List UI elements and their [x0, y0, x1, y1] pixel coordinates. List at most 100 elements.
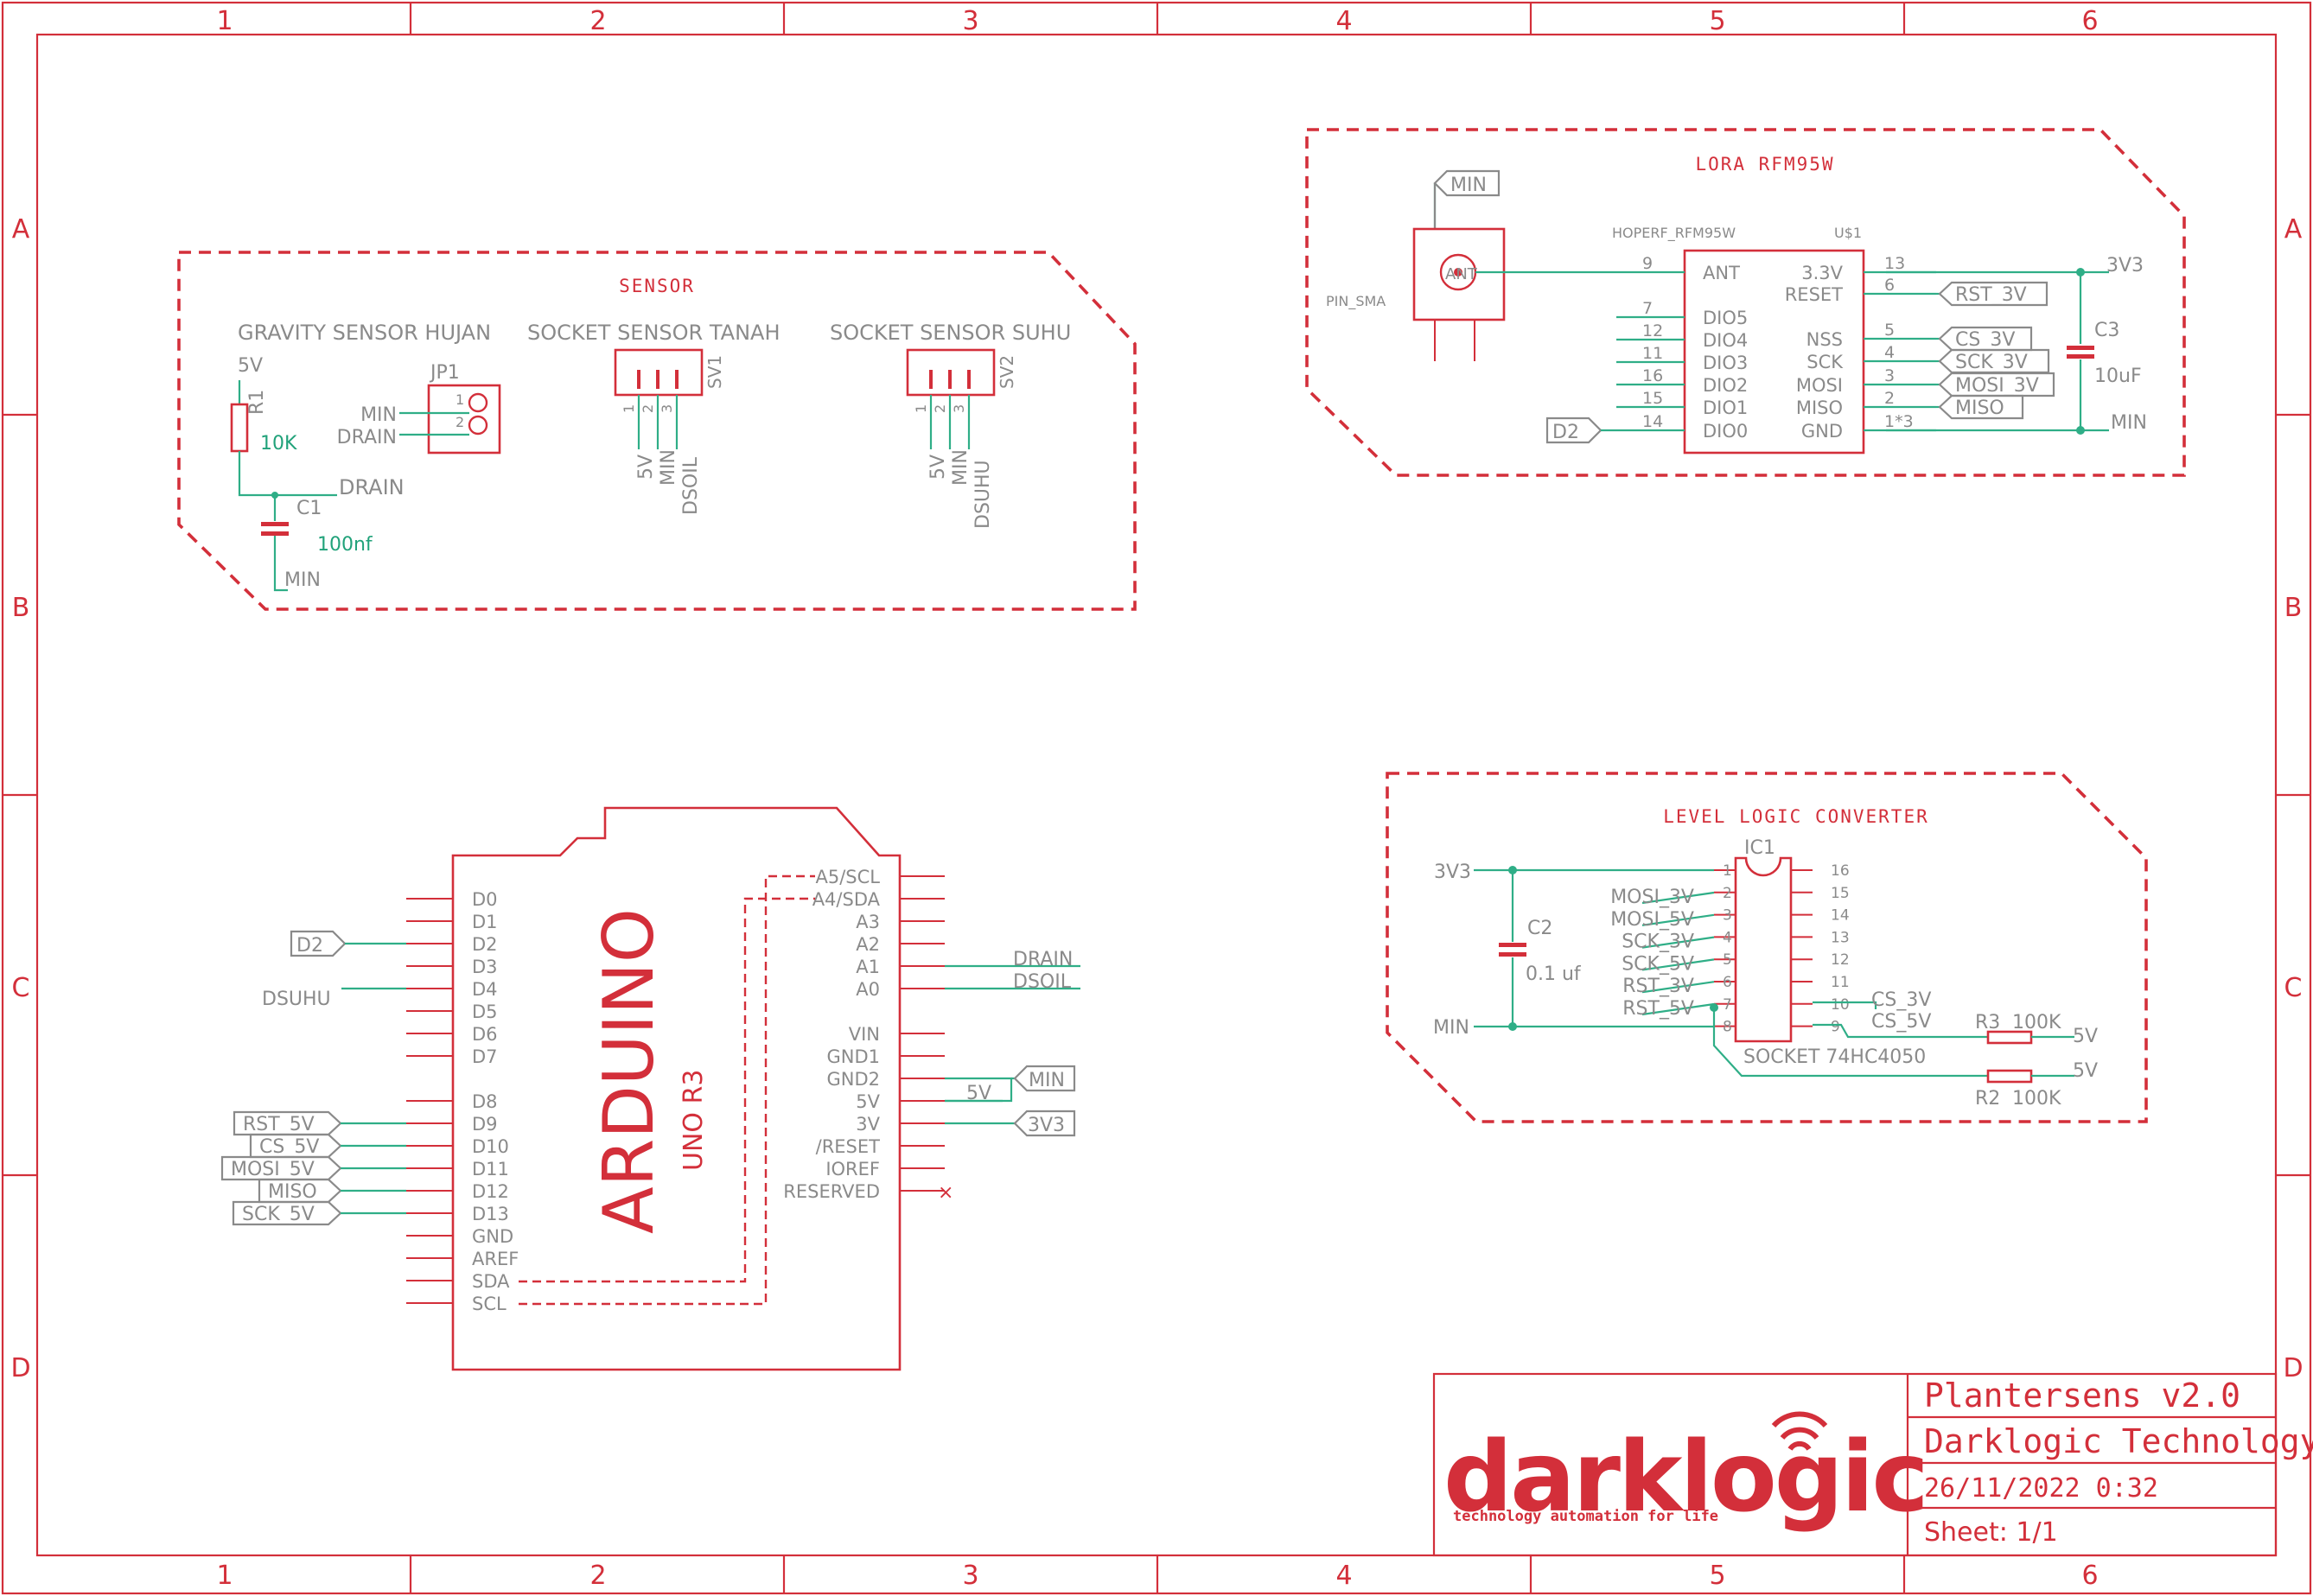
arduino-net-tag-text: MISO [268, 1181, 317, 1203]
col-label-top: 2 [589, 6, 606, 36]
rfm-left-pin-num: 14 [1642, 412, 1663, 431]
ard-dsuhu-label: DSUHU [262, 989, 331, 1010]
row-label-left: C [12, 973, 30, 1003]
r3-5v-label: 5V [2073, 1026, 2098, 1047]
rfm-left-pin-label: DIO0 [1703, 421, 1748, 442]
lora-net-tag-text: MOSI_3V [1955, 375, 2039, 397]
arduino-right-pin-label: A4/SDA [812, 889, 881, 910]
pin-sma-label: PIN_SMA [1326, 293, 1386, 310]
ic1-right-pin-num: 12 [1831, 951, 1850, 969]
col-label-bottom: 3 [962, 1561, 978, 1591]
ard-5v-label: 5V [966, 1083, 991, 1104]
ard-min-tag [1013, 1065, 1076, 1092]
sv2-pin1: 1 [913, 404, 929, 413]
sma-connector [1412, 227, 1506, 321]
c2-name: C2 [1527, 918, 1552, 939]
socket-tanah-label: SOCKET SENSOR TANAH [527, 321, 781, 345]
lora-net-tag [1938, 281, 2049, 307]
sv2-pin3: 3 [951, 404, 967, 413]
rfm-right-pin-label: SCK [1806, 352, 1844, 372]
rfm-right-pin-num: 2 [1884, 389, 1895, 408]
ic1-left-net-label: RST_3V [1622, 976, 1694, 997]
arduino-right-pins: A5/SCLA4/SDAA3A2A1A0VINGND1GND25V3V/RESE… [783, 867, 945, 1202]
rfm-right-pin-num: 5 [1884, 321, 1895, 340]
ic1-right-pin-num: 14 [1831, 907, 1850, 925]
lora-3v3-net: 3V3 [2106, 255, 2144, 277]
arduino-left-pin-label: GND [472, 1226, 513, 1247]
r3-name: R3 [1975, 1012, 2000, 1033]
col-label-bottom: 5 [1709, 1561, 1725, 1591]
ard-dsoil-label: DSOIL [1013, 971, 1072, 993]
row-label-right: C [2284, 973, 2303, 1003]
ard-d2-tag-text: D2 [296, 935, 323, 957]
sv1-net-5v: 5V [635, 455, 657, 480]
rfm-left-pin-num: 9 [1642, 254, 1653, 273]
row-label-left: D [10, 1353, 30, 1383]
ic1-net-wire [1641, 913, 1715, 926]
rfm-left-pin-label: DIO1 [1703, 397, 1748, 418]
col-label-top: 4 [1335, 6, 1352, 36]
rfm95w-chip [1683, 249, 1865, 455]
ic1-net-wire [1641, 981, 1715, 994]
col-label-bottom: 6 [2081, 1561, 2098, 1591]
level-3v3-label: 3V3 [1434, 862, 1471, 883]
row-label-right: B [2284, 593, 2303, 623]
lora-min-net: MIN [2111, 412, 2147, 434]
sensor-block: SENSOR GRAVITY SENSOR HUJAN SOCKET SENSO… [177, 251, 1137, 611]
c2-capacitor [1499, 943, 1526, 957]
ard-drain-label: DRAIN [1013, 949, 1073, 970]
c1-min-label: MIN [284, 569, 321, 591]
sv2-net-5v: 5V [927, 455, 949, 480]
arduino-left-pin-label: D9 [472, 1114, 498, 1135]
arduino-net-tag [220, 1155, 342, 1181]
c3-name: C3 [2094, 320, 2119, 341]
arduino-right-pin-label: A2 [856, 934, 880, 955]
reserved-nc-mark: × [938, 1182, 953, 1204]
ic1-net-wire [1641, 891, 1715, 905]
arduino-net-tag-text: MOSI_5V [231, 1159, 315, 1180]
rfm-left-pin-label: ANT [1703, 263, 1740, 283]
r1-value: 10K [260, 433, 297, 455]
sheet-number: Sheet: 1/1 [1924, 1517, 2058, 1548]
rfm-left-pin-num: 15 [1642, 389, 1663, 408]
rfm-right-pin-num: 4 [1884, 343, 1895, 362]
arduino-right-pin-label: GND1 [826, 1046, 880, 1067]
ic1-name: IC1 [1744, 837, 1775, 859]
sv1-pin1: 1 [621, 404, 637, 413]
col-label-top: 3 [962, 6, 978, 36]
project-name: Plantersens v2.0 [1924, 1377, 2240, 1415]
col-label-top: 1 [216, 6, 233, 36]
col-label-bottom: 1 [216, 1561, 233, 1591]
rfm-right-pin-label: RESET [1785, 284, 1843, 305]
logo-tagline: technology automation for life [1453, 1508, 1718, 1525]
c3-capacitor [2067, 346, 2094, 359]
arduino-net-tag [249, 1133, 342, 1159]
rfm-left-pin-num: 12 [1642, 321, 1663, 340]
ic1-left-pin-num: 7 [1723, 996, 1732, 1014]
sma-ant-label: ANT [1445, 265, 1478, 283]
ic1-left-pin-num: 4 [1723, 929, 1732, 946]
arduino-left-pin-label: D7 [472, 1046, 498, 1067]
ic1-right-pin-num: 16 [1831, 862, 1850, 880]
rfm-right-pin-num: 3 [1884, 366, 1895, 385]
ic1-left-net-label: MOSI_3V [1610, 887, 1694, 908]
r2-5v-label: 5V [2073, 1060, 2098, 1082]
arduino-left-pin-label: D4 [472, 979, 498, 1000]
sv1-pin2: 2 [640, 404, 656, 413]
row-label-left: B [12, 593, 30, 623]
ic1-right-pin-num: 11 [1831, 974, 1850, 991]
col-label-bottom: 4 [1335, 1561, 1352, 1591]
ic1-left-pin-num: 6 [1723, 974, 1732, 991]
arduino-net-tag [233, 1110, 342, 1136]
r1-5v-label: 5V [238, 355, 263, 377]
rfm-left-pin-label: DIO4 [1703, 330, 1748, 351]
darklogic-logo: darklogic technology automation for life [1443, 1411, 1929, 1534]
company-name: Darklogic Technology [1924, 1422, 2313, 1460]
c1-value: 100nf [317, 534, 373, 556]
